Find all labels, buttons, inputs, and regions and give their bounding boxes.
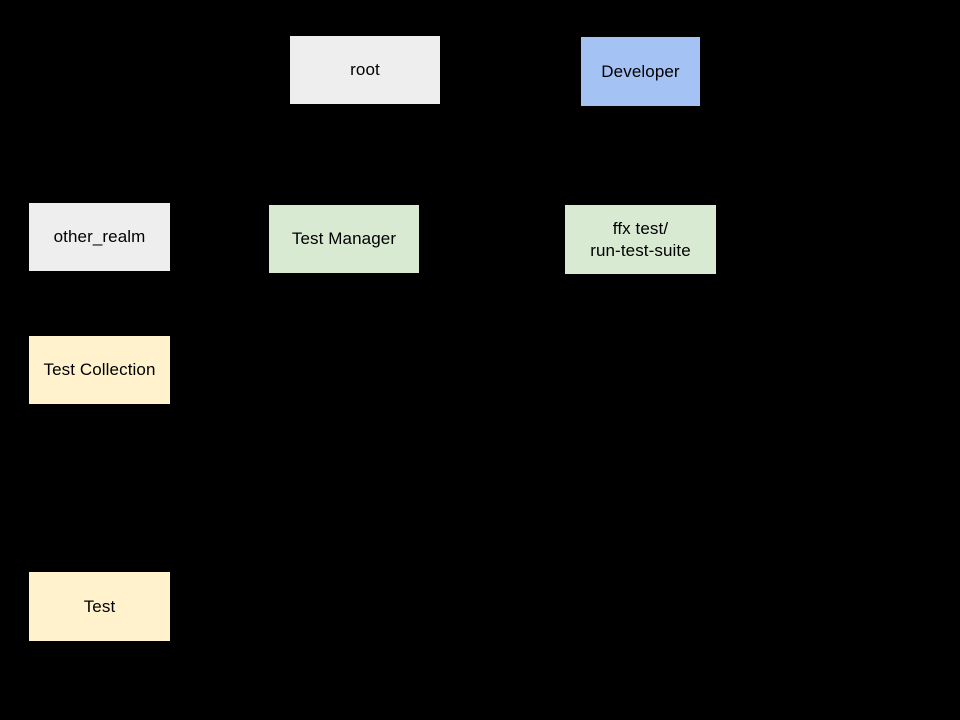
diagram-node-test-manager-label: Test Manager [291, 229, 397, 249]
diagram-node-root[interactable]: root [290, 36, 440, 104]
diagram-node-ffx-test[interactable]: ffx test/ run-test-suite [565, 205, 716, 274]
diagram-node-developer[interactable]: Developer [581, 37, 700, 106]
diagram-node-ffx-test-label: ffx test/ run-test-suite [590, 218, 691, 260]
diagram-node-test[interactable]: Test [29, 572, 170, 641]
diagram-node-test-collection-label: Test Collection [43, 360, 156, 380]
diagram-node-test-label: Test [83, 596, 116, 616]
diagram-node-other-realm[interactable]: other_realm [29, 203, 170, 271]
diagram-node-test-manager[interactable]: Test Manager [269, 205, 419, 273]
diagram-node-developer-label: Developer [601, 61, 680, 81]
diagram-node-other-realm-label: other_realm [53, 227, 146, 247]
diagram-node-test-collection[interactable]: Test Collection [29, 336, 170, 404]
diagram-node-root-label: root [350, 60, 380, 80]
